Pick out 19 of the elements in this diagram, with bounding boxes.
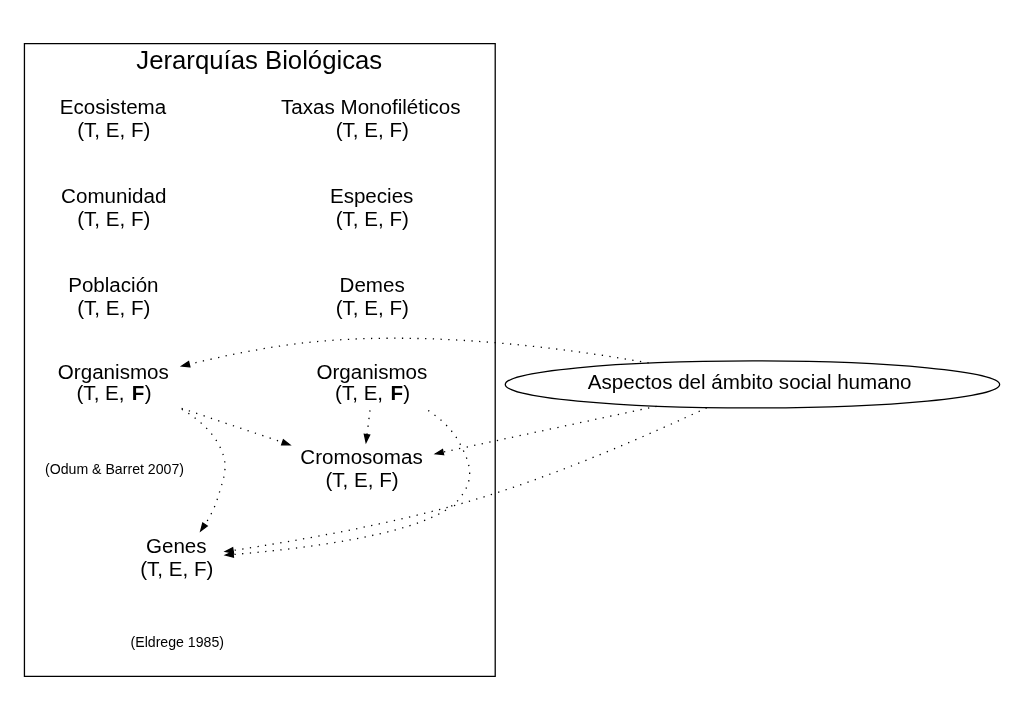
arrow bbox=[179, 337, 649, 368]
arrow bbox=[180, 408, 226, 533]
node-text: Genes (T, E, F) bbox=[139, 533, 213, 580]
node-text: Población (T, E, F) bbox=[67, 272, 159, 319]
node-text: Ecosistema (T, E, F) bbox=[59, 95, 166, 142]
node-text: Organismos (T, E, F) bbox=[315, 360, 427, 404]
label: (Eldrege 1985) bbox=[130, 633, 224, 650]
arrow bbox=[180, 407, 292, 446]
node-ellipse: Aspectos del ámbito social humano bbox=[504, 360, 1000, 409]
arrow bbox=[363, 409, 371, 445]
node-text: Cromosomas (T, E, F) bbox=[299, 444, 423, 492]
arrow bbox=[433, 405, 657, 456]
node-text: Especies (T, E, F) bbox=[329, 183, 413, 230]
node-text: Taxas Monofiléticos (T, E, F) bbox=[280, 95, 461, 142]
node-text: Organismos (T, E, F) bbox=[57, 360, 169, 404]
node-text: Demes (T, E, F) bbox=[335, 272, 409, 319]
label: (Odum & Barret 2007) bbox=[44, 461, 184, 478]
node-text: Comunidad (T, E, F) bbox=[60, 183, 166, 230]
arrow bbox=[223, 407, 707, 554]
